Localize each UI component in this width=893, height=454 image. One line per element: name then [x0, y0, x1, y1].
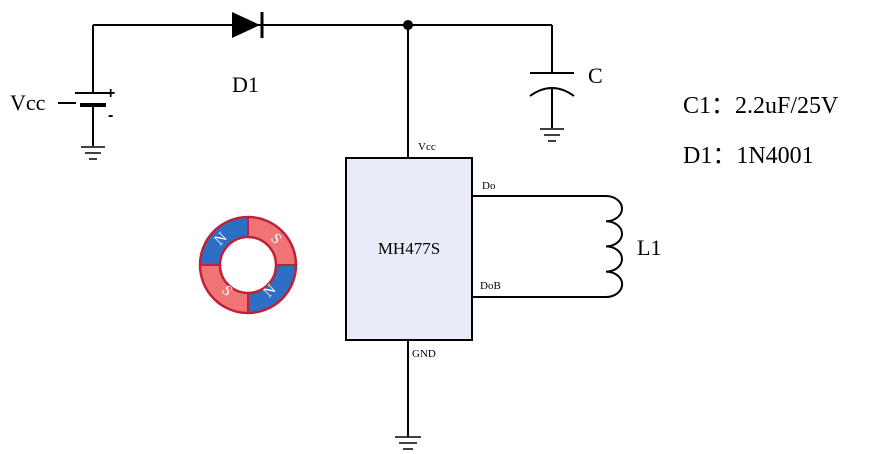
magnet-segment-south-top: [248, 217, 296, 265]
ic-pin-do-label: Do: [482, 180, 496, 192]
ring-magnet-icon: N S S N: [198, 215, 298, 315]
magnet-segment-north-bottom: [248, 265, 296, 313]
diode-triangle: [232, 12, 260, 38]
battery-symbol: [75, 92, 111, 107]
ic-pin-vcc-label: Vcc: [418, 141, 436, 153]
ground-icon-ic: [395, 436, 421, 450]
ic-name-label: MH477S: [378, 239, 440, 258]
coil-symbol: [605, 195, 624, 298]
spec-diode: D1：1N4001: [683, 143, 814, 169]
ic-body: [345, 157, 473, 341]
battery-plus-sign: +: [106, 85, 115, 102]
ground-icon-capacitor: [540, 128, 564, 142]
diode-symbol: [232, 12, 264, 38]
magnet-segment-north-top: [200, 217, 248, 265]
ic-pin-gnd-label: GND: [412, 348, 436, 360]
battery-minus-sign: -: [108, 107, 113, 124]
ic-pin-dob-label: DoB: [480, 280, 501, 292]
spec-capacitor: C1：2.2uF/25V: [683, 93, 839, 119]
diode-label: D1: [232, 72, 259, 97]
coil-label: L1: [637, 235, 661, 260]
ground-icon-battery: [81, 146, 105, 160]
vcc-source-label: Vcc: [10, 90, 46, 115]
capacitor-label: C: [588, 63, 603, 88]
magnet-segment-south-bottom: [200, 265, 248, 313]
